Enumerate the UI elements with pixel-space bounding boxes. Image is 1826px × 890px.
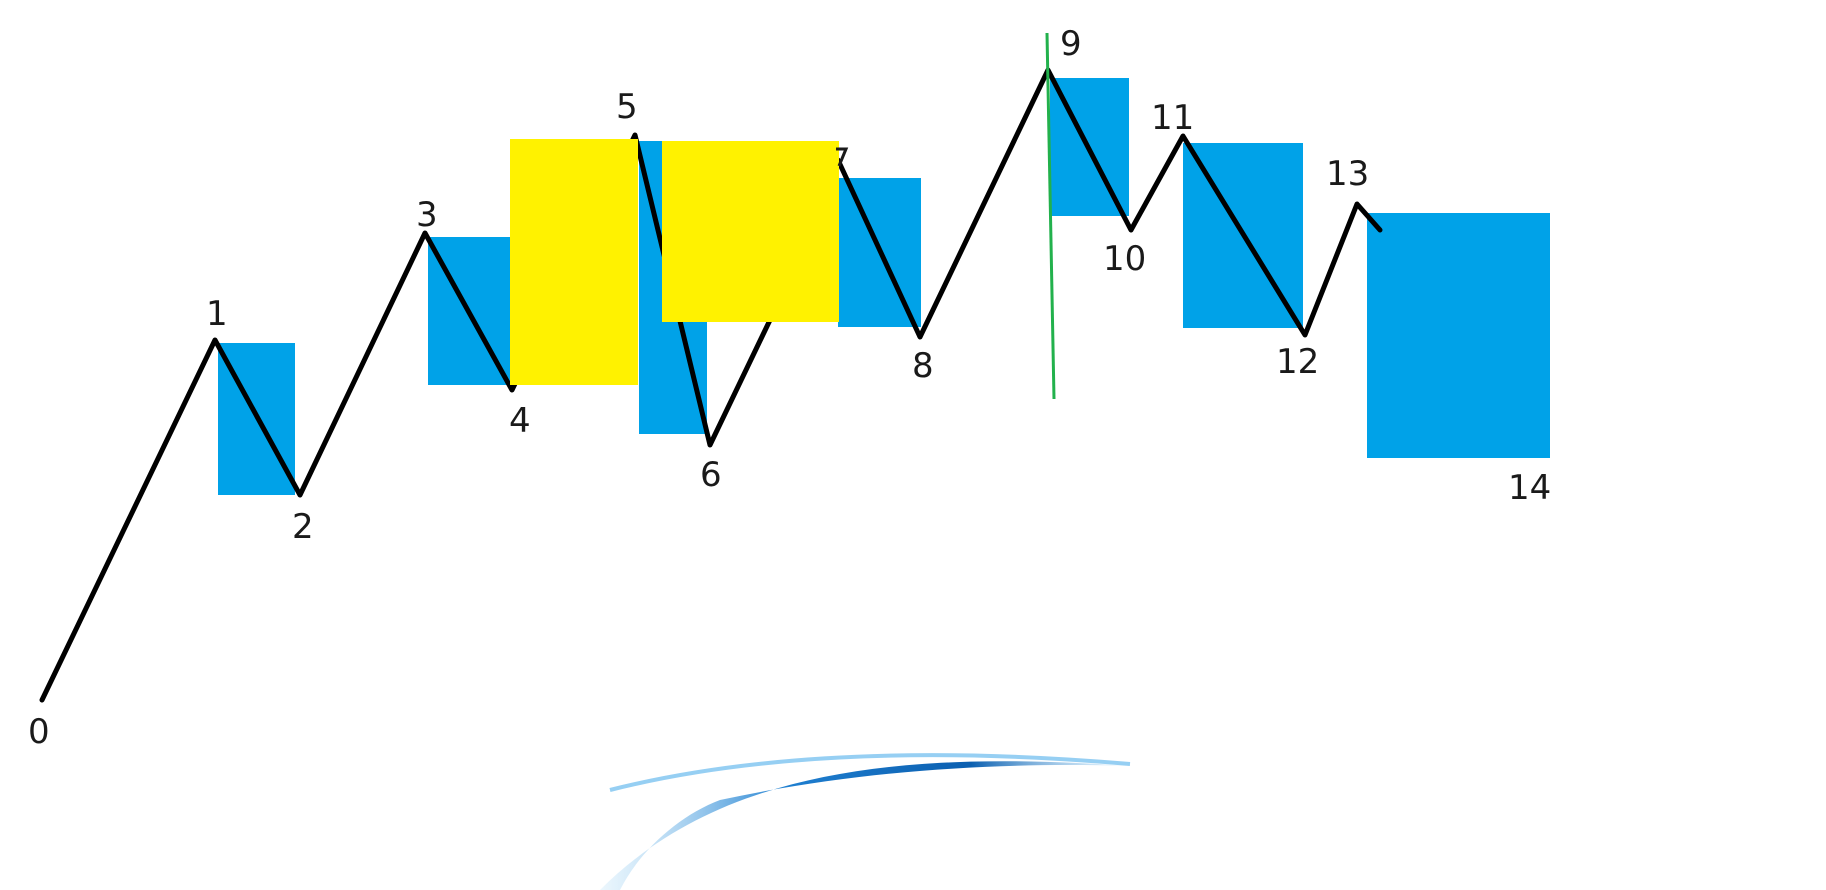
- label-7-partial: [836, 147, 849, 167]
- green-marker-line: [1045, 32, 1056, 400]
- point-label-12: 12: [1276, 342, 1319, 382]
- point-label-10: 10: [1103, 239, 1146, 279]
- swoosh-decoration-highlight: [609, 753, 1131, 792]
- point-label-11: 11: [1151, 98, 1194, 138]
- yellow-blocks: [510, 139, 839, 385]
- point-labels: 0 1 2 3 4 5 6 8 9 10 11 12 13 14: [28, 24, 1551, 752]
- point-label-5: 5: [616, 87, 638, 127]
- swoosh-decoration: [600, 761, 1130, 890]
- point-label-4: 4: [509, 401, 531, 441]
- yellow-block-right: [662, 141, 839, 322]
- blue-block-13-14: [1367, 213, 1550, 458]
- point-label-9: 9: [1060, 24, 1082, 64]
- point-label-6: 6: [700, 455, 722, 495]
- point-label-14: 14: [1508, 468, 1551, 508]
- point-label-2: 2: [292, 507, 314, 547]
- blue-blocks: [218, 78, 1550, 495]
- point-label-8: 8: [912, 346, 934, 386]
- point-label-1: 1: [206, 294, 228, 334]
- point-label-0: 0: [28, 712, 50, 752]
- point-label-3: 3: [416, 195, 438, 235]
- yellow-block-left: [510, 139, 638, 385]
- point-label-13: 13: [1326, 154, 1369, 194]
